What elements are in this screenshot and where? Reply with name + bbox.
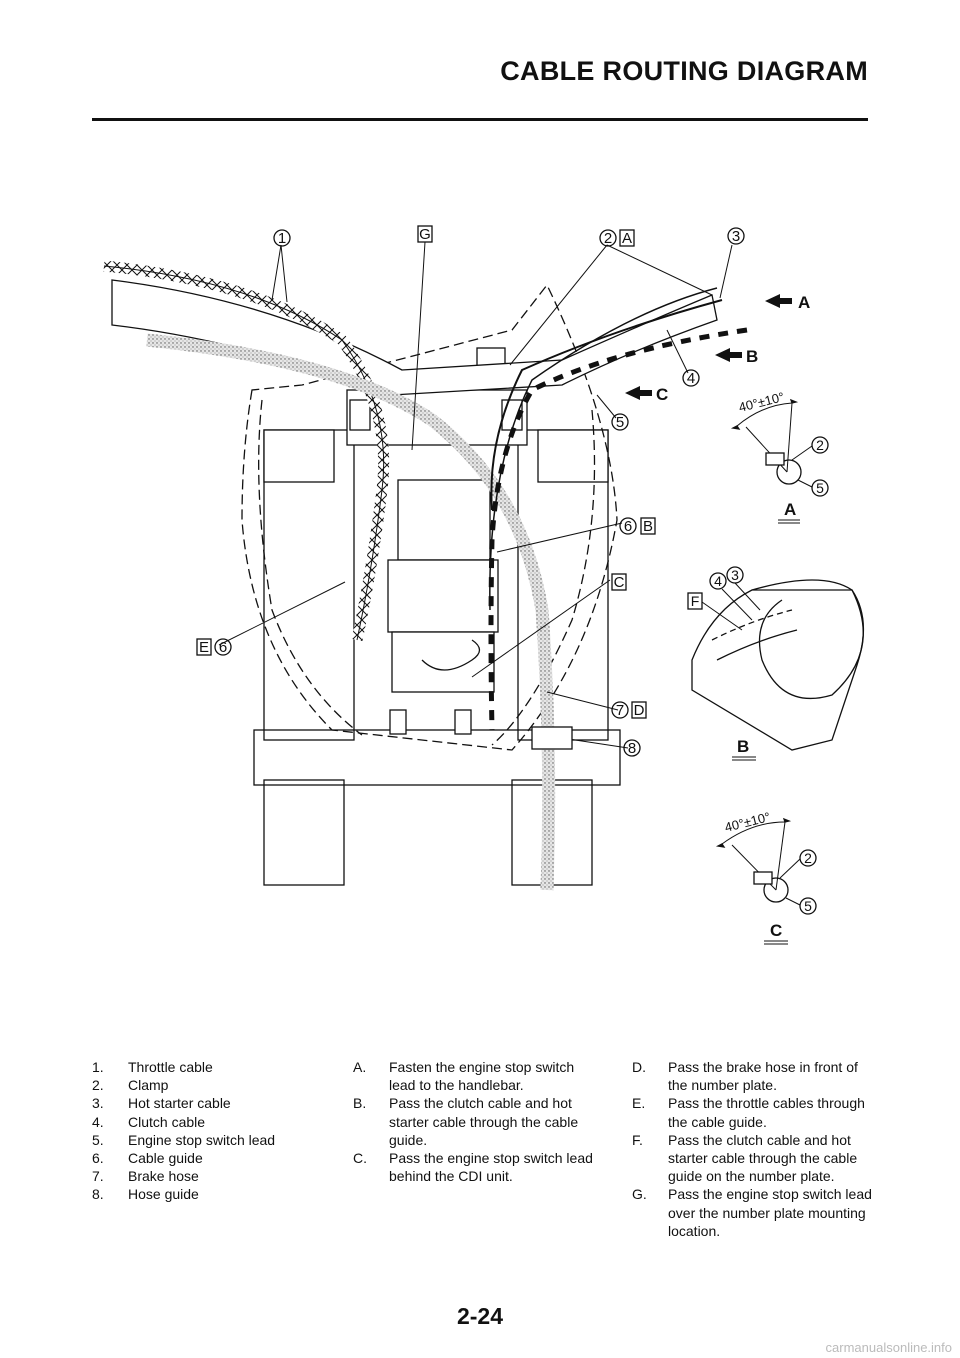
page-number: 2-24 xyxy=(456,1303,504,1329)
callout-8: 8 xyxy=(628,740,636,757)
callout-1: 1 xyxy=(278,230,286,247)
detail-c: 40°±10° 2 5 C xyxy=(715,809,817,945)
callouts: 1 G 2 A 3 4 5 6 B C E 6 7 D 8 xyxy=(196,225,745,757)
legend-item: F.Pass the clutch cable and hot starter … xyxy=(632,1131,858,1185)
callout-5: 5 xyxy=(616,414,624,431)
callout-3: 3 xyxy=(732,228,740,245)
legend-letters-a-c: A.Fasten the engine stop switch lead to … xyxy=(353,1058,593,1185)
detail-a: 40°±10° 2 5 A xyxy=(730,389,829,524)
engine-stop-lead xyxy=(489,287,718,611)
detail-b-F: F xyxy=(691,593,700,609)
detail-c-2: 2 xyxy=(804,850,812,866)
callout-G: G xyxy=(419,226,431,243)
legend-item: B.Pass the clutch cable and hot starter … xyxy=(353,1095,579,1148)
callout-A: A xyxy=(622,230,632,247)
detail-c-label: C xyxy=(770,921,782,940)
detail-c-5: 5 xyxy=(804,898,812,914)
legend-letters-d-g: D.Pass the brake hose in front of the nu… xyxy=(632,1058,872,1240)
legend-numbers: 1.Throttle cable 2.Clamp 3.Hot starter c… xyxy=(92,1058,332,1204)
callout-E: E xyxy=(199,639,209,656)
callout-4: 4 xyxy=(687,370,695,387)
cdi-unit xyxy=(387,479,499,735)
callout-C: C xyxy=(614,574,625,591)
legend-item: 2.Clamp xyxy=(92,1077,169,1094)
header-rule xyxy=(92,118,868,121)
legend-item: 6.Cable guide xyxy=(92,1150,203,1167)
leader-lines xyxy=(218,241,733,749)
detail-a-5: 5 xyxy=(816,480,824,496)
legend-item: E.Pass the throttle cables through the c… xyxy=(632,1095,865,1130)
legend-item: A.Fasten the engine stop switch lead to … xyxy=(353,1059,575,1094)
detail-a-label: A xyxy=(784,500,796,519)
watermark: carmanualsonline.info xyxy=(825,1340,952,1355)
hot-starter-cable xyxy=(490,299,723,511)
callout-6-left: 6 xyxy=(219,639,227,656)
callout-B: B xyxy=(643,518,653,535)
legend-item: C.Pass the engine stop switch lead behin… xyxy=(353,1150,593,1185)
diagram-svg: 1 G 2 A 3 4 5 6 B C E 6 7 D 8 A B xyxy=(103,225,865,945)
hose-guide xyxy=(531,726,573,750)
brake-hose xyxy=(146,333,556,891)
callout-6: 6 xyxy=(624,518,632,535)
callout-7: 7 xyxy=(616,702,624,719)
detail-b-label: B xyxy=(737,737,749,756)
legend-item: G.Pass the engine stop switch lead over … xyxy=(632,1186,872,1239)
view-arrow-a-label: A xyxy=(798,293,810,312)
detail-b-4: 4 xyxy=(714,573,722,589)
legend-item: D.Pass the brake hose in front of the nu… xyxy=(632,1059,858,1094)
legend-item: 7.Brake hose xyxy=(92,1168,199,1185)
handlebar xyxy=(111,279,718,396)
callout-2: 2 xyxy=(604,230,612,247)
view-arrows: A B C xyxy=(625,293,810,404)
callout-D: D xyxy=(634,702,645,719)
legend-item: 4.Clutch cable xyxy=(92,1113,206,1130)
detail-c-angle: 40°±10° xyxy=(723,809,772,835)
legend-item: 3.Hot starter cable xyxy=(92,1095,231,1112)
detail-a-2: 2 xyxy=(816,437,824,453)
page-title: CABLE ROUTING DIAGRAM xyxy=(500,56,868,86)
cable-routing-figure: 1 G 2 A 3 4 5 6 B C E 6 7 D 8 A B xyxy=(92,190,868,1010)
legend-item: 5.Engine stop switch lead xyxy=(92,1131,276,1148)
view-arrow-c-label: C xyxy=(656,385,668,404)
legend-item: 8.Hose guide xyxy=(92,1186,199,1203)
legend-item: 1.Throttle cable xyxy=(92,1059,213,1075)
number-plate-outline xyxy=(241,283,618,751)
detail-b: 3 4 F B xyxy=(687,566,865,761)
view-arrow-b-label: B xyxy=(746,347,758,366)
detail-b-3: 3 xyxy=(731,567,739,583)
